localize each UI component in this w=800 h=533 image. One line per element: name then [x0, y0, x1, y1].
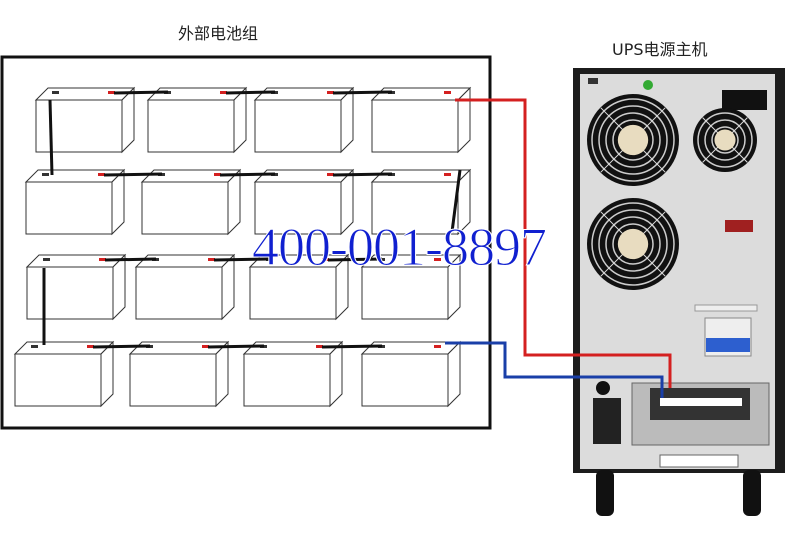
battery-icon — [134, 253, 236, 321]
link-wire — [327, 257, 383, 262]
fan-icon — [693, 108, 757, 172]
link-wire — [92, 344, 151, 349]
battery-icon — [13, 340, 115, 408]
fan-icon — [587, 94, 679, 186]
ups-unit — [573, 68, 785, 516]
link-wire — [103, 172, 163, 177]
link-wire — [207, 344, 265, 349]
fan-icon — [587, 198, 679, 290]
battery-icon — [253, 86, 355, 154]
ups-title: UPS电源主机 — [612, 40, 708, 59]
battery-bank-title: 外部电池组 — [178, 24, 259, 43]
link-wire — [113, 90, 169, 95]
battery-icon — [248, 253, 350, 321]
positive-wire — [455, 98, 672, 388]
ups-socket — [593, 398, 621, 444]
link-wire — [332, 172, 393, 177]
ups-port — [722, 90, 767, 110]
link-wire — [48, 99, 54, 176]
battery-icon — [360, 340, 462, 408]
battery-bank-frame — [0, 55, 492, 430]
battery-icon — [370, 86, 472, 154]
battery-icon — [24, 168, 126, 236]
breaker-icon — [694, 304, 758, 357]
battery-icon — [128, 340, 230, 408]
battery-icon — [34, 86, 136, 154]
battery-icon — [242, 340, 344, 408]
link-wire — [450, 169, 462, 233]
battery-icon — [253, 168, 355, 236]
ups-display — [725, 220, 753, 232]
link-wire — [225, 90, 276, 95]
negative-wire — [445, 341, 664, 398]
battery-icon — [360, 253, 462, 321]
battery-icon — [140, 168, 242, 236]
wheel-icon — [596, 470, 761, 516]
watermark-phone: 400-001-8897 — [252, 217, 548, 278]
link-wire — [104, 257, 157, 262]
link-wire — [213, 257, 271, 262]
battery-icon — [370, 168, 472, 236]
battery-icon — [25, 253, 127, 321]
link-wire — [219, 172, 276, 177]
link-wire — [332, 90, 393, 95]
battery-icon — [146, 86, 248, 154]
link-wire — [321, 344, 383, 349]
ground-icon — [643, 80, 653, 90]
